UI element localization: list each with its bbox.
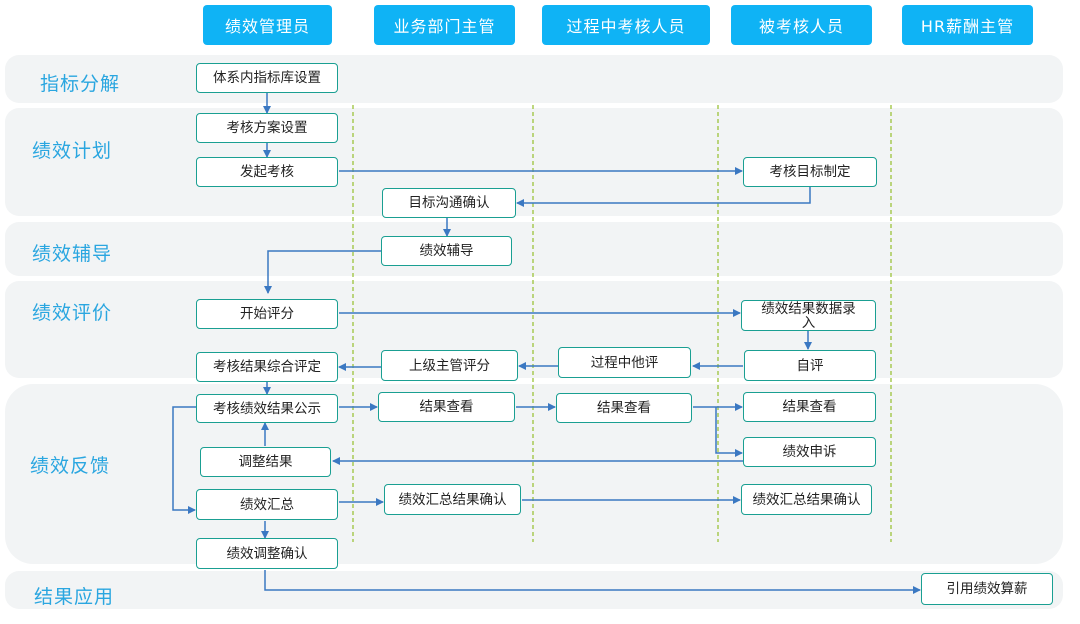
- stage-label-evaluation: 绩效评价: [32, 302, 113, 324]
- stage-band-coaching: [5, 222, 1063, 276]
- stage-band-plan: [5, 108, 1063, 216]
- node-coaching: 绩效辅导: [381, 236, 512, 266]
- stage-band-indicator: [5, 55, 1063, 103]
- lane-header-reviewee: 被考核人员: [731, 5, 872, 45]
- node-goal-setting: 考核目标制定: [743, 157, 877, 187]
- node-appeal: 绩效申诉: [743, 437, 876, 467]
- node-summary-confirm-employee: 绩效汇总结果确认: [741, 484, 872, 515]
- node-summary: 绩效汇总: [196, 489, 338, 520]
- stage-label-coaching: 绩效辅导: [32, 243, 113, 265]
- node-goal-confirm: 目标沟通确认: [382, 188, 516, 218]
- stage-band-evaluation: [5, 281, 1063, 378]
- lane-dividers: [352, 105, 892, 542]
- lane-header-hr-payroll: HR薪酬主管: [902, 5, 1033, 45]
- stage-label-indicator: 指标分解: [40, 73, 121, 95]
- node-adjust-confirm: 绩效调整确认: [196, 538, 338, 569]
- lane-header-dept-manager: 业务部门主管: [374, 5, 515, 45]
- node-overall-eval: 考核结果综合评定: [196, 352, 338, 382]
- node-salary-apply: 引用绩效算薪: [921, 573, 1053, 605]
- node-start-review: 发起考核: [196, 157, 338, 187]
- node-start-scoring: 开始评分: [196, 299, 338, 329]
- arrows: [172, 93, 921, 594]
- node-summary-confirm-dept: 绩效汇总结果确认: [384, 484, 521, 515]
- node-adjust: 调整结果: [200, 447, 331, 477]
- node-supervisor-eval: 上级主管评分: [381, 350, 518, 381]
- stage-band-feedback: [5, 384, 1063, 564]
- node-view-dept: 结果查看: [378, 392, 515, 422]
- node-indicator-library: 体系内指标库设置: [196, 63, 338, 93]
- node-self-eval: 自评: [744, 350, 876, 381]
- node-plan-setup: 考核方案设置: [196, 113, 338, 143]
- node-data-entry: 绩效结果数据录入: [741, 300, 876, 331]
- stage-label-plan: 绩效计划: [32, 140, 113, 162]
- node-view-employee: 结果查看: [743, 392, 876, 422]
- node-result-publish: 考核绩效结果公示: [196, 394, 338, 423]
- node-other-eval: 过程中他评: [558, 347, 691, 378]
- lane-header-process-reviewer: 过程中考核人员: [542, 5, 710, 45]
- node-view-process: 结果查看: [556, 393, 692, 423]
- stage-label-feedback: 绩效反馈: [30, 455, 111, 477]
- lane-header-performance-admin: 绩效管理员: [203, 5, 332, 45]
- stage-label-application: 结果应用: [34, 586, 115, 608]
